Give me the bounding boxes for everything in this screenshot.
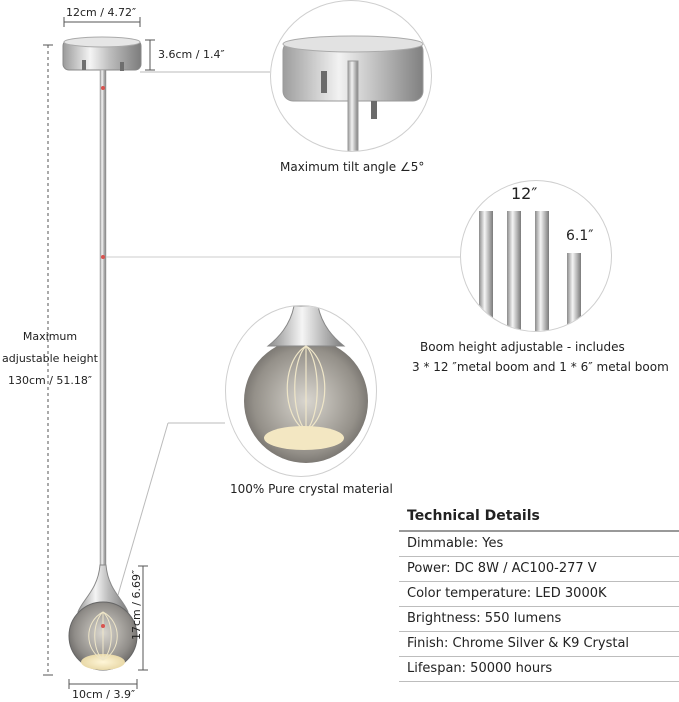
boom-caption-line2: 3 * 12 ″metal boom and 1 * 6″ metal boom (412, 360, 669, 374)
shade-width-dimension (68, 679, 138, 689)
max-height-line3: 130cm / 51.18″ (7, 374, 93, 387)
crystal-detail-circle (225, 305, 377, 477)
tech-row-dimmable: Dimmable: Yes (399, 532, 679, 557)
tech-row-brightness: Brightness: 550 lumens (399, 607, 679, 632)
boom-short-label: 6.1″ (566, 228, 594, 244)
max-height-label: Maximum adjustable height 130cm / 51.18″ (0, 326, 100, 392)
boom-rod (99, 69, 107, 571)
max-height-line2: adjustable height (2, 352, 98, 365)
canopy-width-dimension (63, 17, 141, 27)
shade-height-dimension (138, 565, 148, 671)
crystal-leader (117, 422, 169, 596)
max-height-dimension (43, 44, 53, 676)
technical-details: Technical Details Dimmable: Yes Power: D… (399, 508, 679, 682)
max-height-line1: Maximum (22, 330, 78, 343)
tech-row-color-temperature: Color temperature: LED 3000K (399, 582, 679, 607)
boom-detail-circle (460, 180, 612, 332)
shade-width-label: 10cm / 3.9″ (72, 688, 136, 701)
crystal-shade (68, 564, 138, 671)
canopy-height-label: 3.6cm / 1.4″ (158, 48, 225, 61)
canopy (62, 36, 142, 71)
technical-details-title: Technical Details (399, 508, 679, 532)
tilt-detail-circle (270, 0, 432, 152)
shade-height-label: 17cm / 6.69″ (130, 569, 143, 640)
tech-row-power: Power: DC 8W / AC100-277 V (399, 557, 679, 582)
canopy-height-dimension (145, 39, 155, 71)
boom-caption-line1: Boom height adjustable - includes (420, 340, 625, 354)
crystal-caption: 100% Pure crystal material (230, 482, 393, 496)
tilt-caption: Maximum tilt angle ∠5° (280, 160, 425, 174)
tech-row-finish: Finish: Chrome Silver & K9 Crystal (399, 632, 679, 657)
boom-long-label: 12″ (511, 184, 538, 203)
tech-row-lifespan: Lifespan: 50000 hours (399, 657, 679, 682)
canopy-width-label: 12cm / 4.72″ (66, 6, 137, 19)
